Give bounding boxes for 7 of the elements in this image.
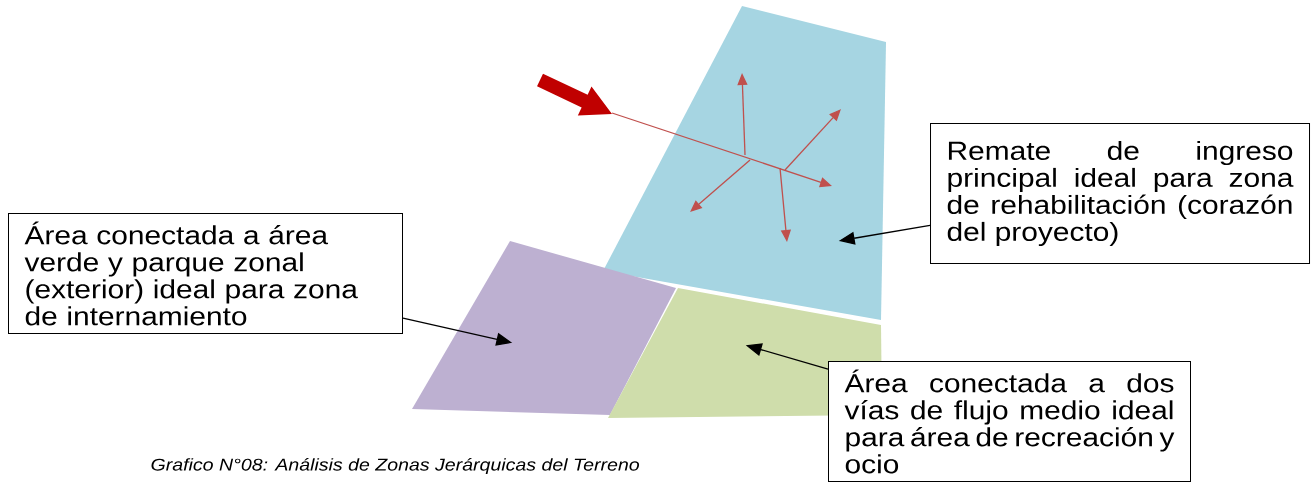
node-label: Área conectada a dos vías de flujo medio ideal para área de recreación y ocio <box>844 369 1175 474</box>
caption: Grafico N°08: Análisis de Zonas Jerárquicas del Terreno <box>151 458 640 475</box>
text-box: Área conectada a área verde y parque zonal (exterior) ideal para zona de internamiento <box>8 213 403 334</box>
text-box: Remate de ingreso principal ideal para zona de rehabilitación (corazón del proyecto) <box>930 123 1310 264</box>
zone-area <box>603 6 886 320</box>
zone-area <box>412 241 676 415</box>
text-box: Área conectada a dos vías de flujo medio ideal para área de recreación y ocio <box>828 361 1191 482</box>
